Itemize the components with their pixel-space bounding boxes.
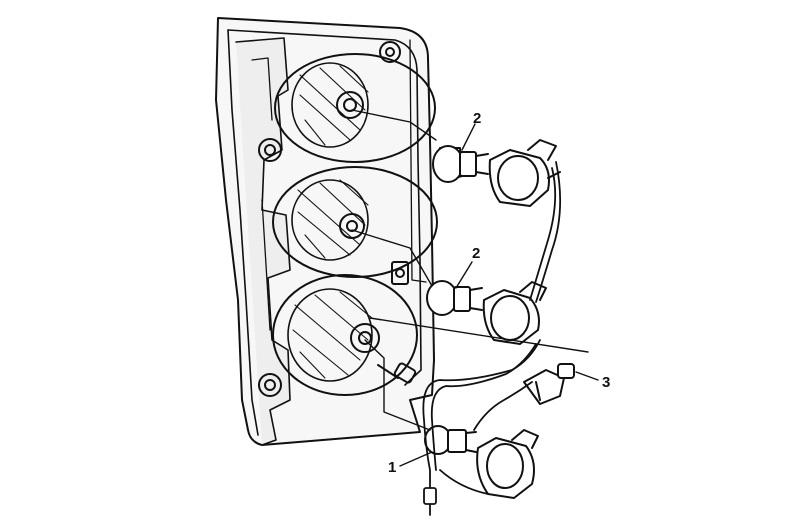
socket-lower-icon xyxy=(476,429,539,499)
callout-2-upper: 2 xyxy=(473,110,481,127)
access-port-icon xyxy=(391,261,409,285)
bulb-lower-icon xyxy=(424,425,477,455)
callout-1: 1 xyxy=(388,459,396,476)
mounting-screw-top-icon xyxy=(379,41,401,63)
leader-lines xyxy=(351,109,599,467)
callout-3: 3 xyxy=(602,374,610,391)
bulb-upper-icon xyxy=(432,145,489,183)
side-connector-icon xyxy=(523,363,575,405)
callout-2-middle: 2 xyxy=(472,245,480,262)
reflector-lower xyxy=(272,274,418,396)
bulb-middle-icon xyxy=(426,280,483,316)
mounting-screw-lower-icon xyxy=(258,373,282,397)
reflector-middle xyxy=(272,166,438,278)
socket-middle-icon xyxy=(482,281,547,345)
wiring-harness xyxy=(422,161,562,516)
mounting-screw-upper-icon xyxy=(258,138,282,162)
socket-upper-icon xyxy=(488,139,561,207)
reflector-upper xyxy=(274,53,436,163)
